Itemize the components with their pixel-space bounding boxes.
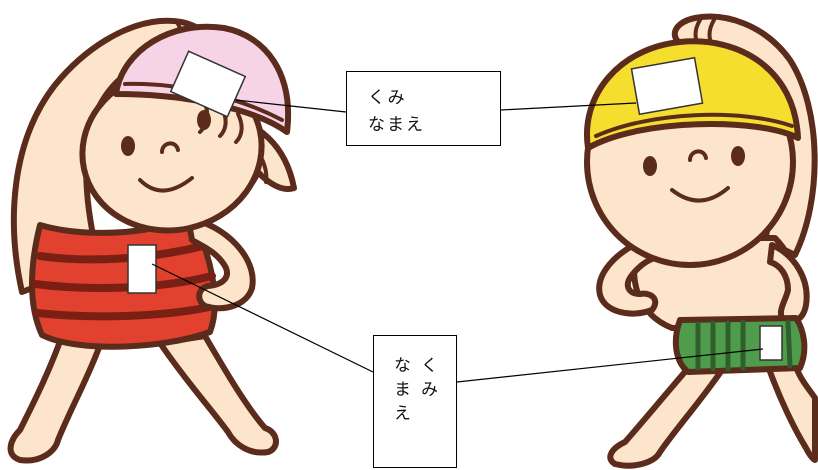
boy-cap-band [594,112,794,138]
girl-left-leg [7,333,103,464]
girl-figure [7,17,297,464]
boy-figure [584,13,818,469]
cap-label-box: くみ なまえ [346,71,501,146]
class-label: くみ [368,88,407,108]
boy-right-leg [765,361,818,463]
boy-right-eye [731,146,745,166]
boy-left-leg [607,363,725,469]
girl-bangs [234,112,244,144]
girl-left-eye [121,136,135,156]
girl-nose [160,141,180,154]
boy-shorts-stripe [785,319,793,369]
leader-line-boy-cap [500,102,637,111]
girl-cap-name-tag [169,50,247,118]
boy-swim-shorts [672,315,808,375]
boy-shorts-name-tag [759,325,783,361]
leader-line-girl-body [151,263,374,373]
girl-swimsuit-stripe [31,272,216,292]
girl-swimsuit-stripe [33,302,218,321]
swimwear-label-box: くみ なまえ [373,335,457,468]
class-label-vertical: くみ [417,356,437,404]
boy-smile [670,186,730,203]
leader-line-girl-cap [235,99,347,113]
girl-hip-arm [185,215,256,312]
girl-right-leg [157,333,279,456]
boy-left-eye [643,156,657,176]
name-label: なまえ [368,115,425,135]
boy-left-hip-arm [596,237,659,317]
boy-cap-name-tag [630,56,704,116]
boy-nose [688,149,708,162]
girl-body-name-tag [127,244,157,294]
leader-line-boy-shorts [456,348,764,383]
girl-right-eye [197,110,211,130]
name-label-vertical: なまえ [390,356,410,428]
girl-swimsuit-stripe [36,242,207,264]
girl-smile [138,176,194,193]
